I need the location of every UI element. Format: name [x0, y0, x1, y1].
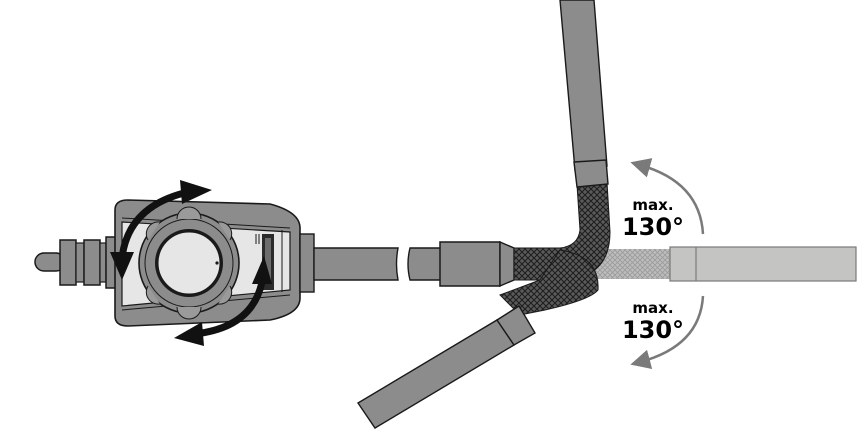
lower-angle-annotation: max. 130°: [618, 299, 688, 344]
connector-plug: [34, 236, 119, 289]
upper-angle-annotation: max. 130°: [618, 196, 688, 241]
arrow-head-bottom-left: [174, 322, 204, 346]
probe-tip-straight: [590, 246, 857, 282]
lower-angle-prefix: max.: [632, 299, 674, 317]
cable: [313, 247, 443, 281]
arrow-head-top-left: [110, 252, 134, 280]
probe-tip-up: [559, 0, 609, 188]
upper-angle-value: 130°: [621, 213, 685, 241]
probe-tip-down: [357, 305, 536, 429]
rotation-dial: [138, 206, 240, 320]
upper-angle-prefix: max.: [632, 196, 674, 214]
probe-sleeve: [439, 240, 515, 288]
arrow-head-top-right: [180, 180, 212, 204]
rotation-arrows: [118, 188, 266, 338]
arrow-head-right-up: [252, 256, 272, 284]
upper-bend-arc: [630, 158, 705, 235]
lower-bend-arc: [630, 295, 705, 370]
lower-angle-value: 130°: [621, 316, 685, 344]
articulating-braid: [499, 181, 611, 316]
